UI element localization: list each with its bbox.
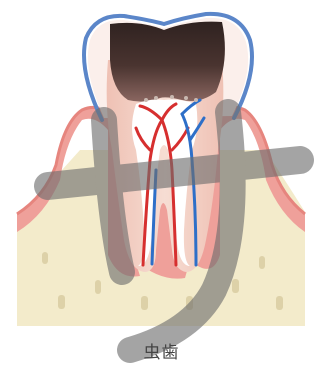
caries-decay [110,22,225,102]
caption-label: 虫歯 [0,338,323,363]
